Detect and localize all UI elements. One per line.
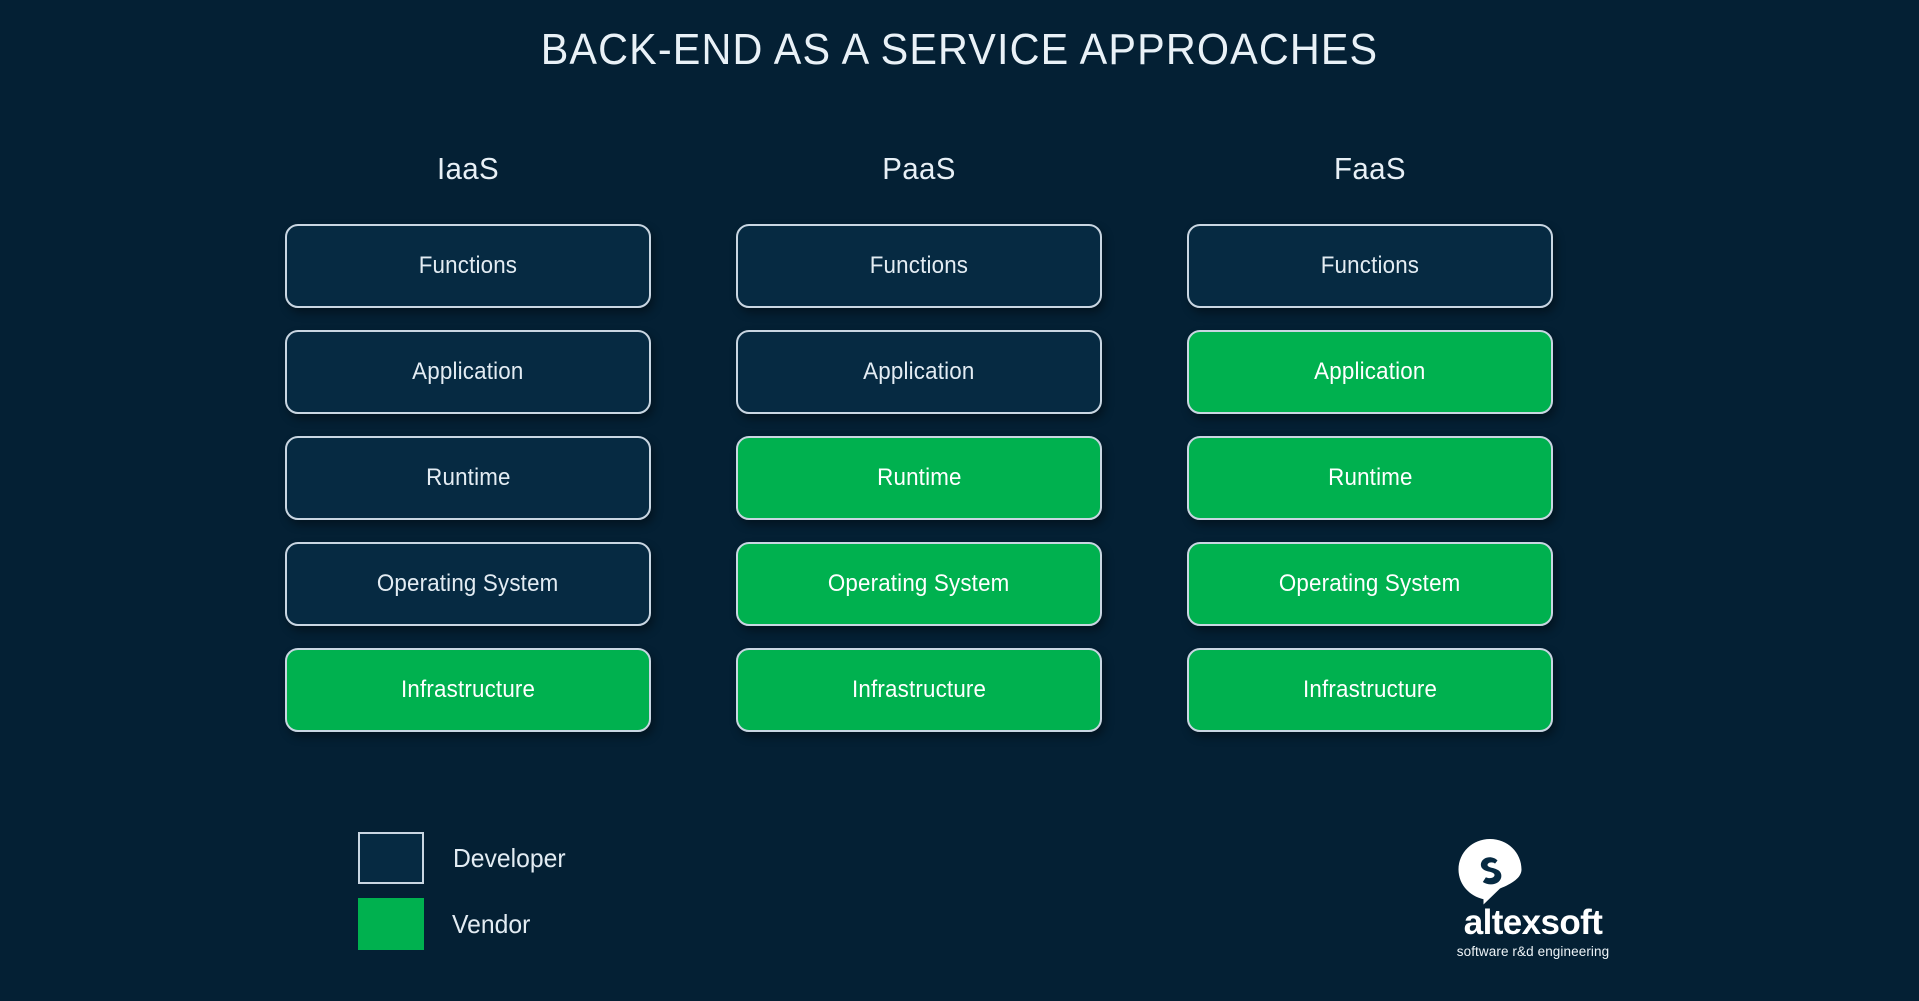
layer-label: Operating System	[377, 570, 559, 597]
column-header-paas: PaaS	[882, 151, 956, 186]
legend-label: Developer	[452, 842, 566, 873]
legend-swatch-developer	[358, 832, 424, 884]
altexsoft-speech-bubble-s-icon	[1456, 838, 1524, 906]
layer-label: Application	[412, 358, 524, 385]
layer-label: Runtime	[876, 464, 962, 491]
layer-box-application[interactable]: Application	[285, 330, 651, 414]
layer-box-functions[interactable]: Functions	[736, 224, 1102, 308]
layer-label: Application	[1314, 358, 1426, 385]
layer-box-infrastructure[interactable]: Infrastructure	[736, 648, 1102, 732]
layer-label: Runtime	[425, 464, 511, 491]
layer-box-application[interactable]: Application	[736, 330, 1102, 414]
logo-tagline: software r&d engineering	[1456, 944, 1610, 959]
layer-box-runtime[interactable]: Runtime	[1187, 436, 1553, 520]
layer-label: Functions	[1320, 252, 1420, 279]
layer-box-infrastructure[interactable]: Infrastructure	[285, 648, 651, 732]
layer-box-operating-system[interactable]: Operating System	[1187, 542, 1553, 626]
legend-item-developer: Developer	[358, 832, 569, 884]
layer-box-application[interactable]: Application	[1187, 330, 1553, 414]
layer-label: Application	[863, 358, 975, 385]
layer-label: Runtime	[1327, 464, 1413, 491]
layer-label: Operating System	[828, 570, 1010, 597]
page-title: BACK-END AS A SERVICE APPROACHES	[540, 25, 1379, 74]
layer-box-operating-system[interactable]: Operating System	[736, 542, 1102, 626]
layer-box-runtime[interactable]: Runtime	[736, 436, 1102, 520]
layer-label: Functions	[869, 252, 969, 279]
layer-label: Operating System	[1279, 570, 1461, 597]
column-header-faas: FaaS	[1334, 151, 1406, 186]
layer-label: Infrastructure	[851, 676, 987, 703]
logo-name: altexsoft	[1463, 903, 1603, 942]
layer-box-operating-system[interactable]: Operating System	[285, 542, 651, 626]
layer-label: Infrastructure	[1302, 676, 1438, 703]
legend-swatch-vendor	[358, 898, 424, 950]
layer-label: Infrastructure	[400, 676, 536, 703]
layer-box-runtime[interactable]: Runtime	[285, 436, 651, 520]
legend-item-vendor: Vendor	[358, 898, 569, 950]
legend-label: Vendor	[452, 908, 531, 939]
layer-box-functions[interactable]: Functions	[285, 224, 651, 308]
column-header-iaas: IaaS	[436, 151, 500, 186]
layer-box-infrastructure[interactable]: Infrastructure	[1187, 648, 1553, 732]
layer-label: Functions	[418, 252, 518, 279]
logo-wordmark: altexsoft software r&d engineering	[1438, 904, 1628, 961]
layer-box-functions[interactable]: Functions	[1187, 224, 1553, 308]
altexsoft-logo: altexsoft software r&d engineering	[1438, 838, 1628, 959]
